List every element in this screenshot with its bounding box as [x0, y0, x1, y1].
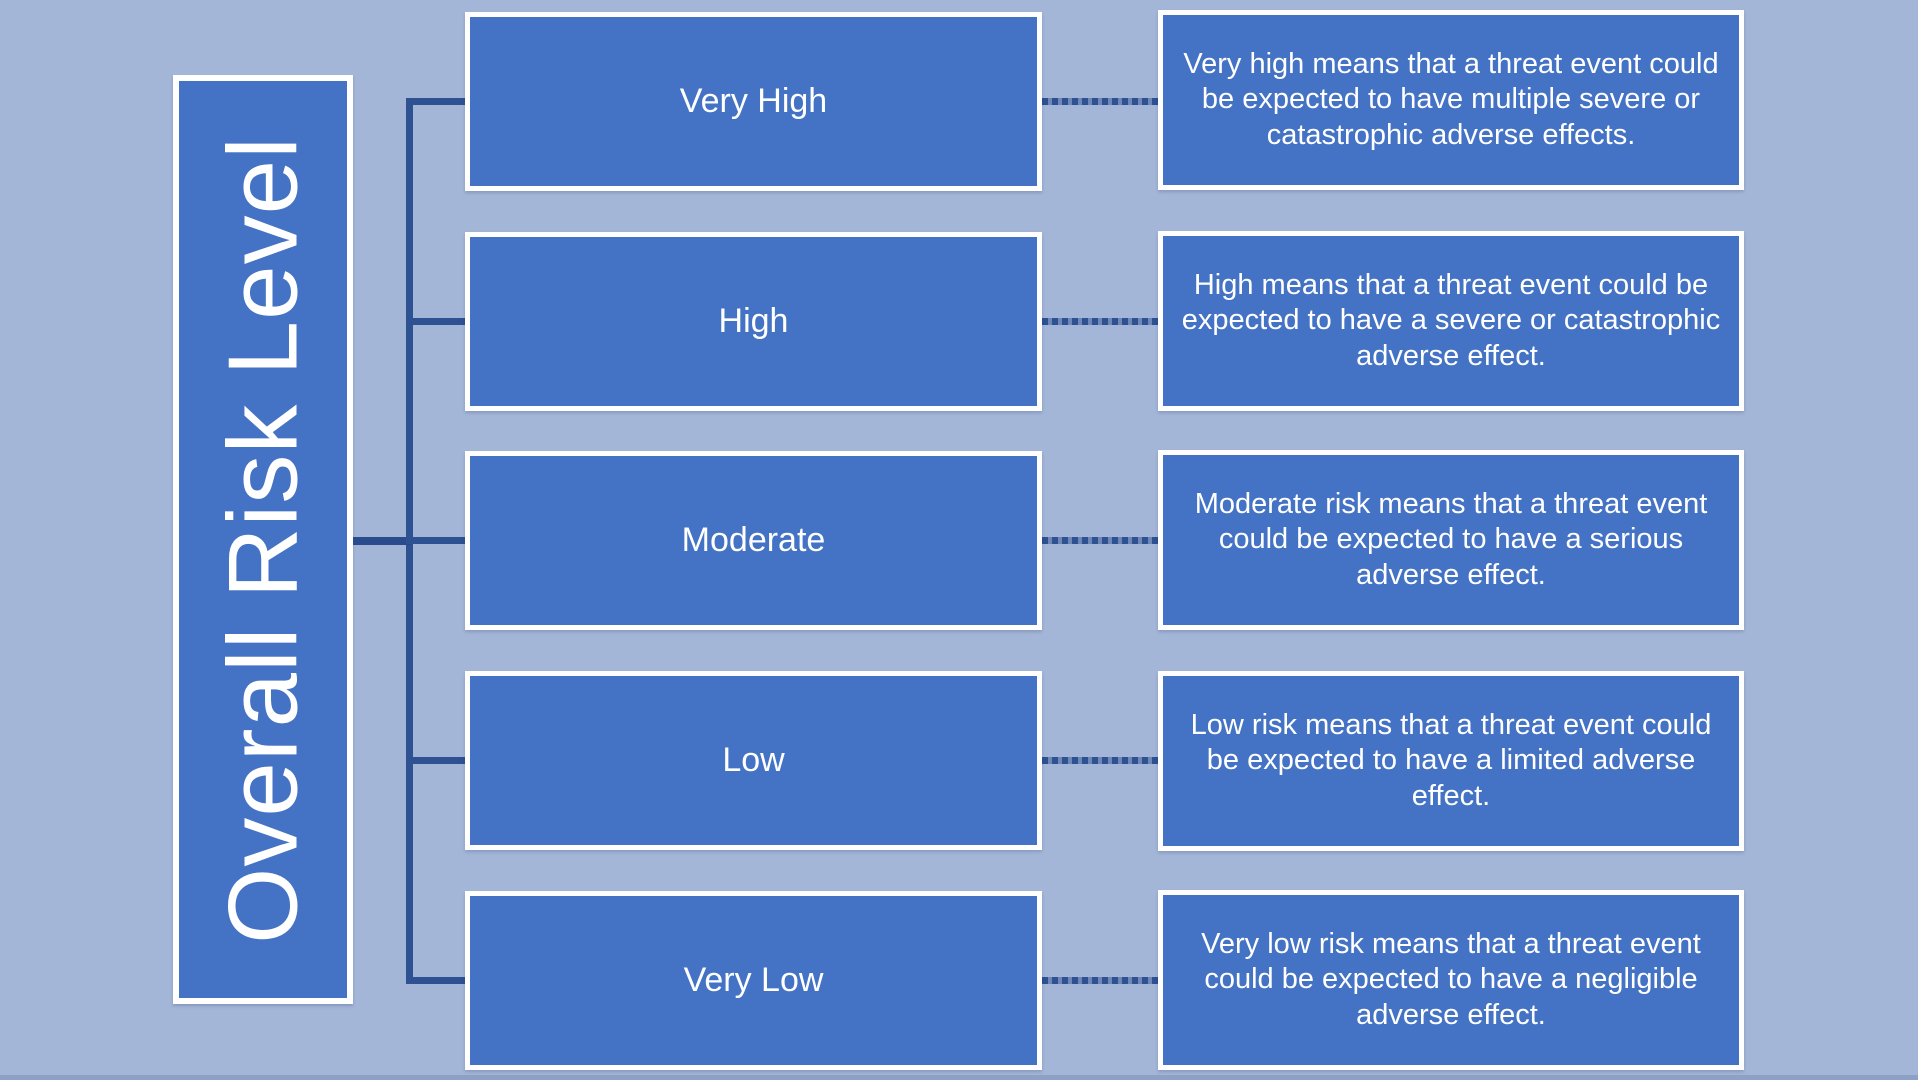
description-node-moderate: Moderate risk means that a threat event …	[1158, 450, 1744, 630]
level-node-high: High	[465, 232, 1042, 411]
connector-branch-very-low	[406, 977, 465, 984]
connector-link-high-description	[1042, 318, 1158, 325]
connector-link-low-description	[1042, 757, 1158, 764]
description-node-very-high: Very high means that a threat event coul…	[1158, 10, 1744, 190]
connector-branch-moderate	[406, 537, 465, 544]
level-label-low: Low	[722, 741, 785, 779]
overall-risk-level-node: Overall Risk Level	[173, 75, 353, 1004]
level-node-very-low: Very Low	[465, 891, 1042, 1070]
overall-risk-level-label: Overall Risk Level	[207, 135, 318, 944]
level-label-moderate: Moderate	[681, 521, 826, 559]
level-label-very-high: Very High	[679, 82, 828, 120]
connector-branch-low	[406, 757, 465, 764]
connector-link-moderate-description	[1042, 537, 1158, 544]
connector-branch-very-high	[406, 98, 465, 105]
description-text-very-high: Very high means that a threat event coul…	[1183, 47, 1719, 151]
connector-branch-high	[406, 318, 465, 325]
connector-link-very-low-description	[1042, 977, 1158, 984]
level-node-low: Low	[465, 671, 1042, 850]
description-node-high: High means that a threat event could be …	[1158, 231, 1744, 411]
level-label-very-low: Very Low	[683, 961, 824, 999]
description-text-very-low: Very low risk means that a threat event …	[1201, 927, 1701, 1031]
description-text-high: High means that a threat event could be …	[1181, 268, 1721, 372]
level-node-moderate: Moderate	[465, 451, 1042, 630]
description-node-low: Low risk means that a threat event could…	[1158, 671, 1744, 851]
connector-link-very-high-description	[1042, 98, 1158, 105]
description-node-very-low: Very low risk means that a threat event …	[1158, 890, 1744, 1070]
level-label-high: High	[718, 302, 789, 340]
description-text-moderate: Moderate risk means that a threat event …	[1194, 487, 1708, 591]
level-node-very-high: Very High	[465, 12, 1042, 191]
connector-trunk	[353, 537, 413, 545]
bottom-edge-strip	[0, 1075, 1918, 1080]
description-text-low: Low risk means that a threat event could…	[1190, 708, 1712, 812]
